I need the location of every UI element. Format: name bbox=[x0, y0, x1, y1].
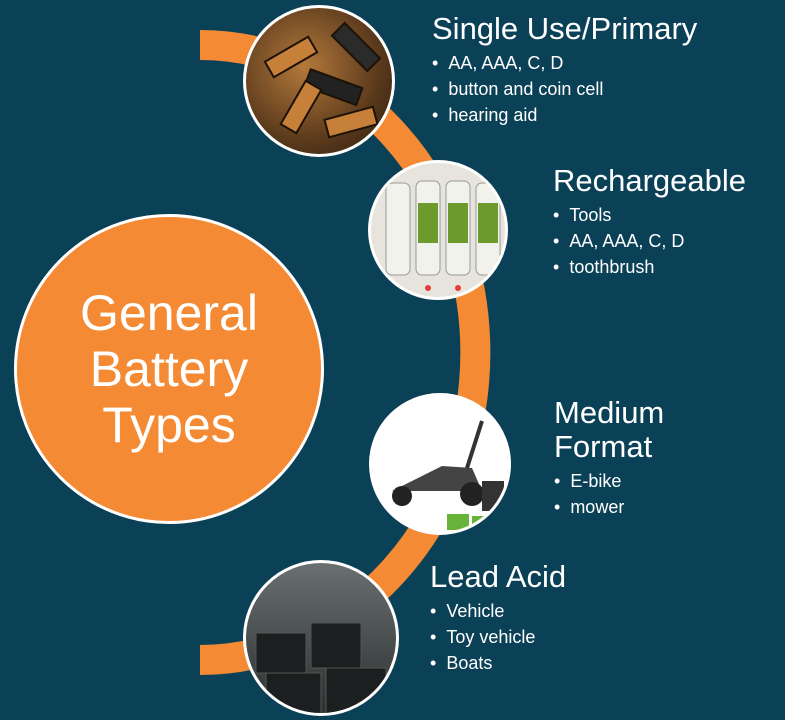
list-item: toothbrush bbox=[553, 254, 746, 280]
main-title-circle: General Battery Types bbox=[14, 214, 324, 524]
lead-acid-batteries-photo bbox=[243, 560, 399, 716]
category-heading: Rechargeable bbox=[553, 163, 747, 198]
list-item: hearing aid bbox=[432, 102, 697, 128]
category-lead-acid: Lead Acid VehicleToy vehicleBoats bbox=[430, 560, 566, 676]
category-heading: Medium Format bbox=[554, 395, 665, 464]
category-single-use: Single Use/Primary AA, AAA, C, Dbutton a… bbox=[432, 12, 697, 128]
list-item: AA, AAA, C, D bbox=[432, 50, 697, 76]
category-heading: Single Use/Primary bbox=[432, 11, 698, 46]
list-item: mower bbox=[554, 494, 714, 520]
list-item: Boats bbox=[430, 650, 566, 676]
list-item: Tools bbox=[553, 202, 746, 228]
main-title: General Battery Types bbox=[80, 285, 258, 453]
list-item: E-bike bbox=[554, 468, 714, 494]
list-item: Vehicle bbox=[430, 598, 566, 624]
category-heading: Lead Acid bbox=[430, 559, 567, 594]
list-item: AA, AAA, C, D bbox=[553, 228, 746, 254]
category-medium-format: Medium Format E-bikemower bbox=[554, 396, 714, 520]
list-item: Toy vehicle bbox=[430, 624, 566, 650]
electric-mower-photo bbox=[369, 393, 511, 535]
list-item: button and coin cell bbox=[432, 76, 697, 102]
rechargeable-batteries-photo bbox=[368, 160, 508, 300]
category-rechargeable: Rechargeable ToolsAA, AAA, C, Dtoothbrus… bbox=[553, 164, 746, 280]
disposable-batteries-photo bbox=[243, 5, 395, 157]
